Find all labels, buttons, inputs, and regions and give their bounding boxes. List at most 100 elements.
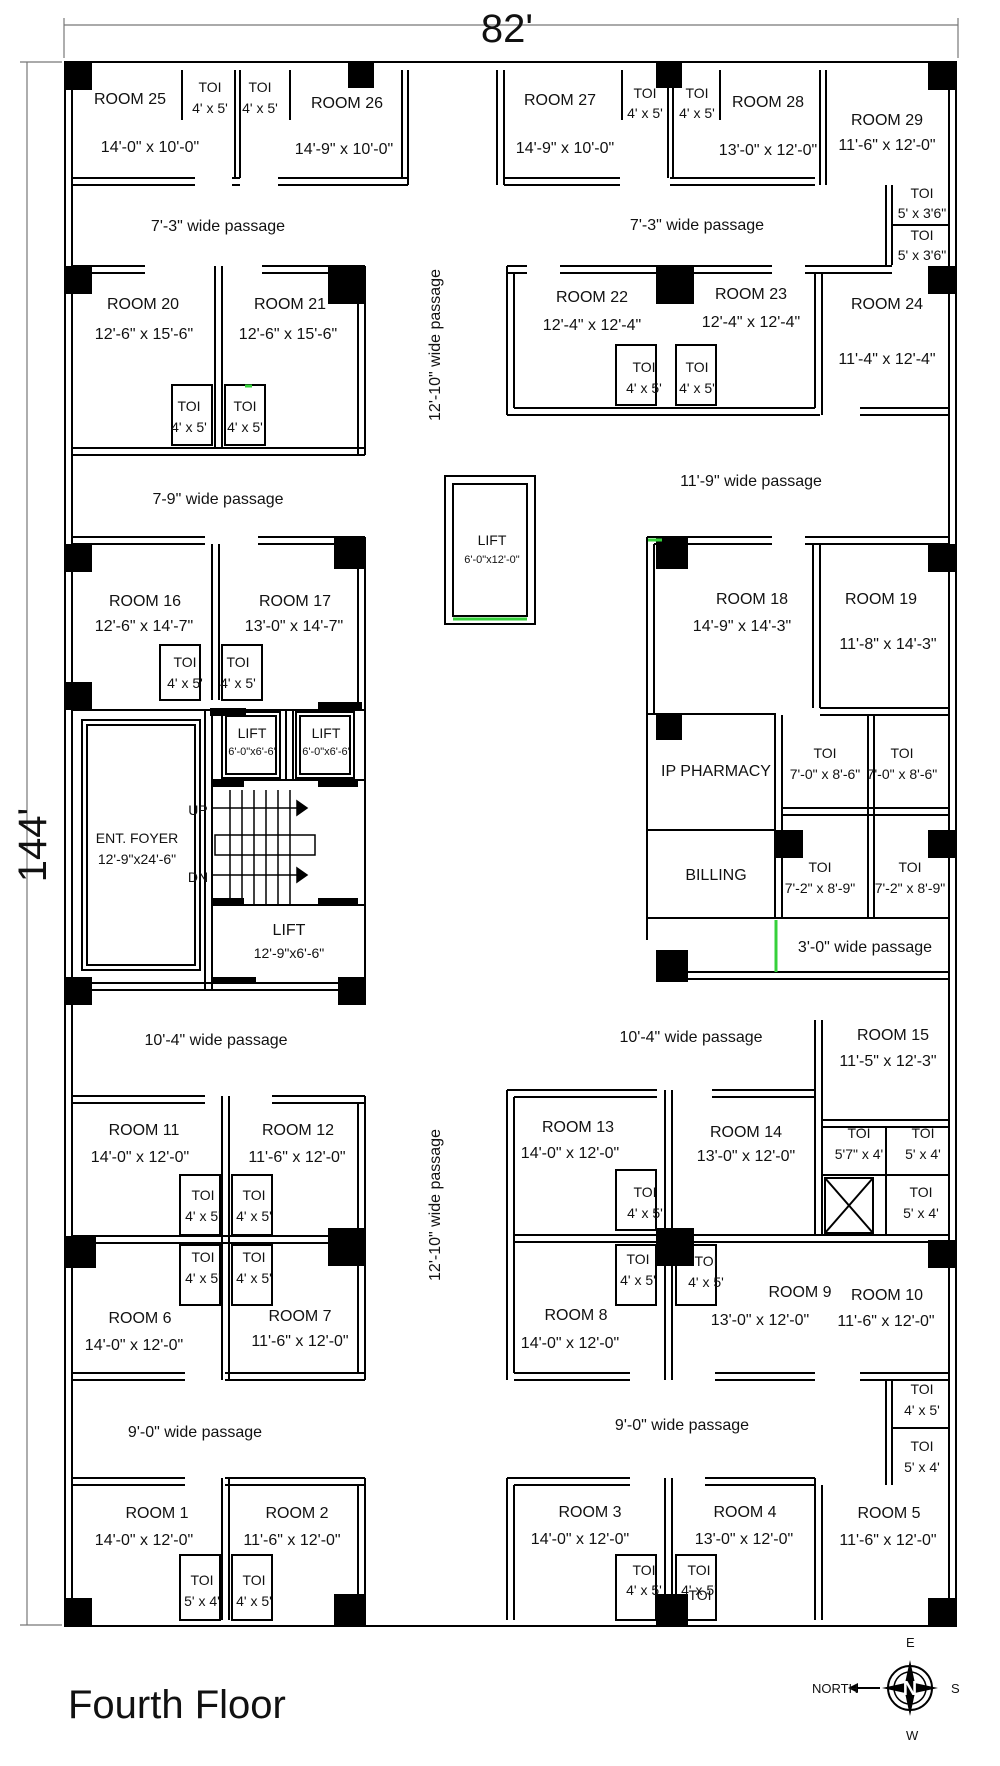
toilet-size: 4' x 5' bbox=[236, 1208, 272, 1224]
toilet-size: 7'-0" x 8'-6" bbox=[790, 766, 861, 782]
stairs-up-label: UP bbox=[188, 802, 207, 818]
room-size: 11'-4" x 12'-4" bbox=[838, 351, 935, 368]
toilet-size: 4' x 5' bbox=[688, 1274, 724, 1290]
room-size: 14'-0" x 12'-0" bbox=[531, 1531, 629, 1548]
passage-label: 7'-3" wide passage bbox=[630, 217, 764, 234]
room-name: ROOM 9 bbox=[768, 1284, 831, 1301]
toilet-label: TOI bbox=[910, 1381, 933, 1397]
room-size: 14'-0" x 12'-0" bbox=[91, 1149, 189, 1166]
room-name: ROOM 25 bbox=[94, 91, 166, 108]
toilet-label: TOI bbox=[242, 1249, 265, 1265]
toilet-size: 4' x 5' bbox=[627, 105, 663, 121]
passage-label: 12'-10" wide passage bbox=[427, 1129, 444, 1281]
toilet-label: TOI bbox=[808, 859, 831, 875]
toilet-label: TOI bbox=[632, 1562, 655, 1578]
lift-size: 6'-0"x6'-6' bbox=[228, 746, 276, 758]
room-size: 14'-0" x 12'-0" bbox=[521, 1145, 619, 1162]
room-size: 11'-6" x 12'-0" bbox=[248, 1149, 345, 1166]
room-size: 12'-4" x 12'-4" bbox=[702, 314, 800, 331]
room-name: ROOM 20 bbox=[107, 296, 179, 313]
height-dimension: 144' bbox=[11, 808, 55, 882]
toilet-label: TOI bbox=[242, 1187, 265, 1203]
green-markers bbox=[245, 384, 778, 972]
room-name: ROOM 23 bbox=[715, 286, 787, 303]
room-name: ROOM 6 bbox=[108, 1310, 171, 1327]
floor-title: Fourth Floor bbox=[68, 1683, 286, 1727]
toilet-label: TOI bbox=[198, 79, 221, 95]
passage-label: 7'-3" wide passage bbox=[151, 218, 285, 235]
toilet-label: TOI bbox=[226, 654, 249, 670]
room-size: 13'-0" x 12'-0" bbox=[719, 142, 817, 159]
toilet-label: TOI bbox=[632, 359, 655, 375]
room-name: ROOM 14 bbox=[710, 1124, 782, 1141]
room-name: ROOM 13 bbox=[542, 1119, 614, 1136]
room-name: ROOM 2 bbox=[265, 1505, 328, 1522]
room-size: 13'-0" x 12'-0" bbox=[697, 1148, 795, 1165]
toilet-size: 5' x 3'6" bbox=[898, 247, 946, 263]
toilet-label: TOI bbox=[248, 79, 271, 95]
room-size: 13'-0" x 12'-0" bbox=[711, 1312, 809, 1329]
stairs-dn-label: DN bbox=[188, 869, 208, 885]
toilet-size: 4' x 5' bbox=[185, 1208, 221, 1224]
dimension-lines bbox=[20, 18, 959, 1626]
room-size: 14'-9" x 10'-0" bbox=[516, 140, 614, 157]
staircase bbox=[212, 790, 316, 905]
lift-label: LIFT bbox=[273, 922, 306, 939]
room-name: ROOM 5 bbox=[857, 1505, 920, 1522]
toilet-size: 5' x 4' bbox=[904, 1459, 940, 1475]
room-size: 14'-0" x 12'-0" bbox=[95, 1532, 193, 1549]
toilet-label: TOI bbox=[633, 1184, 656, 1200]
room-name: ROOM 27 bbox=[524, 92, 596, 109]
room-name: ROOM 26 bbox=[311, 95, 383, 112]
toilet-label: TOI bbox=[177, 398, 200, 414]
toilet-size: 4' x 5' bbox=[679, 380, 715, 396]
toilet-size: 5' x 4' bbox=[905, 1146, 941, 1162]
room-size: 11'-6" x 12'-0" bbox=[251, 1333, 348, 1350]
toilet-label: TOI bbox=[685, 359, 708, 375]
compass: N NORTH E S W bbox=[812, 1635, 960, 1743]
room-name: ROOM 1 bbox=[125, 1505, 188, 1522]
toilet-size: 4' x 5' bbox=[627, 1205, 663, 1221]
room-name: ROOM 8 bbox=[544, 1307, 607, 1324]
toilet-size: 4' x 5' bbox=[236, 1270, 272, 1286]
passage-label: 10'-4" wide passage bbox=[619, 1029, 762, 1046]
toilet-size: 4' x 5' bbox=[227, 419, 263, 435]
compass-s: S bbox=[951, 1681, 960, 1696]
compass-e: E bbox=[906, 1635, 915, 1650]
toilet-size: 4' x 5' bbox=[192, 100, 228, 116]
toilet-size: 4' x 5' bbox=[167, 675, 203, 691]
toilet-size: 4' x 5' bbox=[681, 1582, 717, 1598]
room-name: ROOM 22 bbox=[556, 289, 628, 306]
toilet-label: TOI bbox=[911, 1125, 934, 1141]
toilet-size: 5' x 3'6" bbox=[898, 205, 946, 221]
toilet-label: TOI bbox=[685, 85, 708, 101]
room-name: ROOM 19 bbox=[845, 591, 917, 608]
toilet-label: TOI bbox=[191, 1187, 214, 1203]
room-name: ROOM 3 bbox=[558, 1504, 621, 1521]
toilet-label: TOI bbox=[242, 1572, 265, 1588]
toilet-size: 4' x 5' bbox=[236, 1593, 272, 1609]
toilet-label: TOI bbox=[847, 1125, 870, 1141]
room-size: 13'-0" x 12'-0" bbox=[695, 1531, 793, 1548]
compass-w: W bbox=[906, 1728, 919, 1743]
toilet-size: 7'-0" x 8'-6" bbox=[867, 766, 938, 782]
toilet-size: 7'-2" x 8'-9" bbox=[785, 880, 856, 896]
room-size: 11'-6" x 12'-0" bbox=[243, 1532, 340, 1549]
toilet-label: TOI bbox=[910, 185, 933, 201]
toilet-size: 4' x 5' bbox=[679, 105, 715, 121]
passage-label: 9'-0" wide passage bbox=[128, 1424, 262, 1441]
lift-size: 6'-0"x6'-6' bbox=[302, 746, 350, 758]
room-size: 11'-5" x 12'-3" bbox=[839, 1053, 936, 1070]
billing-label: BILLING bbox=[685, 867, 746, 884]
toilet-size: 5' x 4' bbox=[903, 1205, 939, 1221]
room-name: ROOM 12 bbox=[262, 1122, 334, 1139]
width-dimension: 82' bbox=[481, 7, 533, 51]
passage-label: 12'-10" wide passage bbox=[427, 269, 444, 421]
pharmacy-label: IP PHARMACY bbox=[661, 763, 771, 780]
toilet-size: 4' x 5' bbox=[185, 1270, 221, 1286]
toilet-label: TOI bbox=[633, 85, 656, 101]
toilet-label: TOI bbox=[626, 1251, 649, 1267]
toilet-label: TOI bbox=[813, 745, 836, 761]
